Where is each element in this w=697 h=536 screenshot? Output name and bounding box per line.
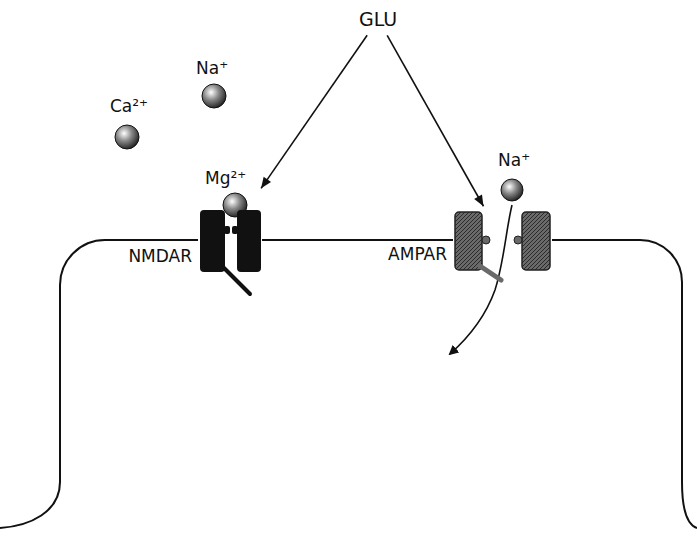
receptor-subunit — [455, 212, 482, 270]
arrowhead — [261, 177, 271, 189]
channel-notch — [232, 226, 238, 234]
receptor: NMDAR — [198, 190, 263, 275]
ion-label: Na⁺ — [196, 58, 228, 78]
connector-arrow — [261, 35, 367, 188]
receptor-subunit — [237, 210, 261, 272]
receptor-subunit — [200, 210, 225, 272]
receptor: AMPAR — [453, 208, 552, 272]
sodium-ion — [202, 84, 226, 108]
arrowhead — [474, 194, 483, 206]
ion-label: Mg²⁺ — [205, 168, 246, 188]
calcium-ion — [115, 125, 139, 149]
channel-notch — [514, 236, 522, 244]
receptor-shape — [453, 208, 552, 272]
receptor-name: NMDAR — [128, 246, 192, 266]
transmitter-label: GLU — [355, 6, 401, 33]
spine-membrane — [0, 240, 697, 528]
ion-label: Na⁺ — [498, 150, 530, 170]
connector-line — [387, 35, 483, 206]
channel-notch — [482, 236, 490, 244]
channel-gate — [480, 266, 501, 280]
sodium-ion — [501, 179, 523, 201]
ion-label: Ca²⁺ — [110, 96, 148, 116]
channel-gate — [222, 266, 250, 294]
receptor-name: AMPAR — [388, 244, 447, 264]
transmitter-name: GLU — [359, 8, 397, 31]
ion-influx-arrow — [450, 205, 512, 354]
connector-arrow — [387, 35, 483, 206]
receptor-subunit — [522, 212, 550, 270]
channel-notch — [224, 226, 230, 234]
receptor-shape — [198, 190, 263, 275]
connector-line — [261, 35, 367, 188]
